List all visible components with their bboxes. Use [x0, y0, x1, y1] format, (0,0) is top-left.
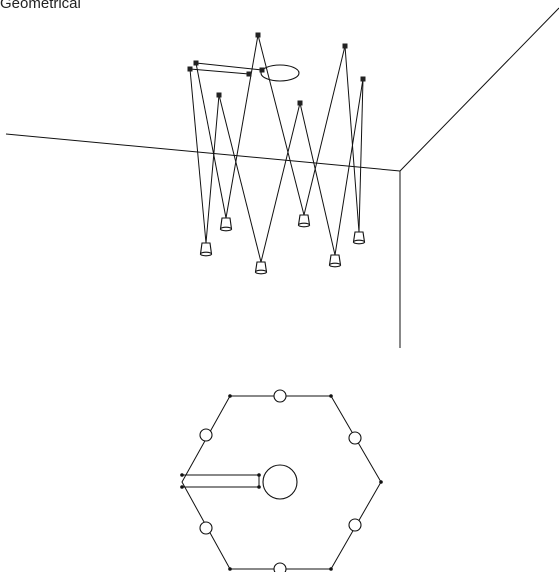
cord	[257, 34, 305, 216]
canopy-arm-top	[195, 62, 263, 71]
cord	[299, 102, 336, 256]
cord	[334, 78, 364, 256]
vertex-dot	[228, 567, 232, 571]
cord	[260, 102, 301, 263]
cord-clip	[297, 100, 303, 106]
vertex-dot	[180, 485, 184, 489]
pendant-shade	[219, 217, 233, 232]
canopy-circle-plan	[262, 464, 298, 500]
vertex-dot	[228, 394, 232, 398]
suspension-cords	[189, 34, 364, 263]
cord-clip	[360, 76, 366, 82]
cord	[189, 68, 207, 244]
pendant-marker	[348, 431, 362, 445]
cord-clip	[259, 67, 265, 73]
pendant-marker	[199, 428, 213, 442]
cord-clip	[193, 60, 199, 66]
cord-clip	[216, 92, 222, 98]
vertex-dot	[257, 485, 261, 489]
ceiling-edge-left	[5, 133, 401, 172]
cord	[303, 45, 346, 216]
pendant-shade	[297, 214, 311, 228]
cord	[225, 34, 259, 219]
cord-clips	[187, 32, 366, 106]
cord-clip	[187, 66, 193, 72]
pendant-shade	[254, 261, 268, 275]
room-corner	[5, 7, 559, 348]
vertex-dot	[180, 473, 184, 477]
vertex-dot	[257, 473, 261, 477]
pendant-marker	[199, 521, 213, 535]
cord-clip	[255, 32, 261, 38]
ceiling-edge-right	[399, 7, 559, 172]
cord-clip	[246, 71, 252, 77]
cord	[344, 45, 360, 233]
vertex-dot	[379, 480, 383, 484]
cord-clip	[342, 43, 348, 49]
pendant-marker	[348, 518, 362, 532]
plan-view	[180, 389, 383, 572]
pendant-shade	[199, 242, 213, 257]
cord	[218, 94, 262, 263]
cord	[195, 62, 227, 219]
pendant-marker	[273, 389, 287, 403]
ceiling-canopy-ring	[260, 64, 300, 82]
vertex-dot	[329, 567, 333, 571]
cord	[205, 94, 220, 244]
figure-caption: Geometrical	[0, 0, 81, 12]
pendant-marker	[273, 562, 287, 572]
canopy-arm-bottom	[189, 68, 250, 75]
pendant-shade	[352, 231, 366, 245]
pendant-shade	[328, 254, 342, 268]
ceiling-canopy	[189, 62, 300, 82]
vertex-dot	[329, 394, 333, 398]
pendant-shades	[199, 214, 366, 275]
cord	[358, 78, 364, 233]
